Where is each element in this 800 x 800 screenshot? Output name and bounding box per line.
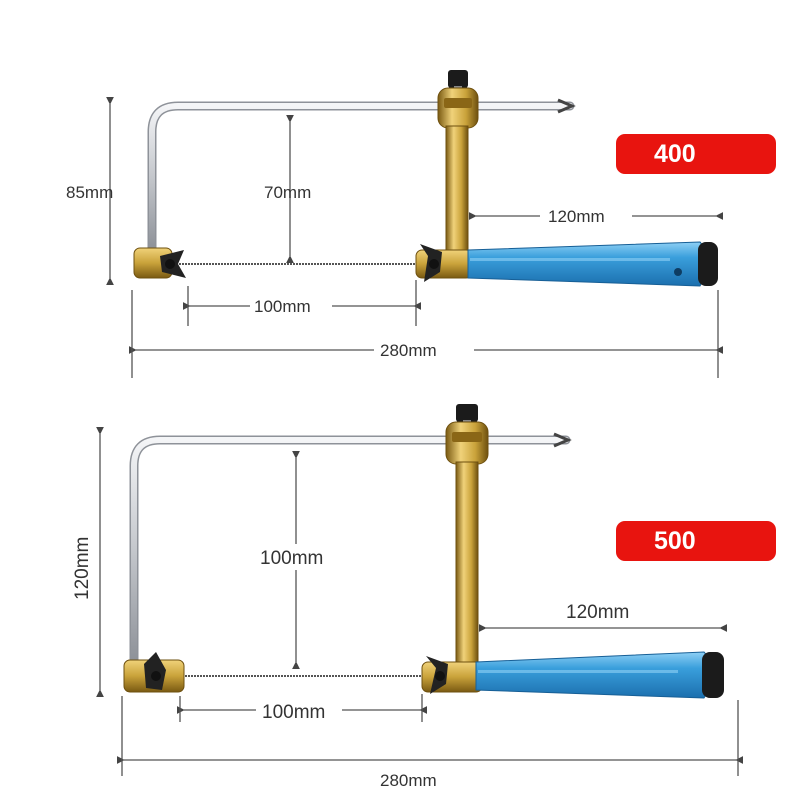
saw-500-handle-label: 120mm bbox=[566, 602, 629, 623]
saw-500-depth-label: 100mm bbox=[260, 548, 323, 569]
saw-500-dimensions bbox=[96, 426, 744, 776]
saw-400-length-label: 280mm bbox=[380, 341, 437, 360]
model-badge-400-text: 400 bbox=[654, 140, 696, 168]
saw-400-photo bbox=[133, 70, 718, 287]
saw-400-blade-label: 100mm bbox=[254, 297, 311, 316]
saw-500-height-label: 120mm bbox=[72, 537, 93, 600]
wing-nut-icon bbox=[420, 244, 442, 282]
model-badge-400: 400 bbox=[616, 134, 776, 174]
saw-400-height-label: 85mm bbox=[66, 183, 113, 202]
saw-500-length-label: 280mm bbox=[380, 771, 437, 790]
saw-400-dimensions bbox=[106, 96, 724, 378]
model-badge-500-text: 500 bbox=[654, 527, 696, 555]
saw-400-label-backgrounds bbox=[250, 204, 632, 362]
wing-nut-icon bbox=[426, 656, 448, 694]
saw-500-label-backgrounds bbox=[256, 544, 342, 724]
saw-400-depth-label: 70mm bbox=[264, 183, 311, 202]
wing-nut-icon bbox=[160, 250, 186, 278]
saw-400-handle-label: 120mm bbox=[548, 207, 605, 226]
saw-500-photo bbox=[123, 404, 724, 699]
wing-nut-icon bbox=[144, 652, 166, 690]
saw-500-blade-label: 100mm bbox=[262, 702, 325, 723]
model-badge-500: 500 bbox=[616, 521, 776, 561]
